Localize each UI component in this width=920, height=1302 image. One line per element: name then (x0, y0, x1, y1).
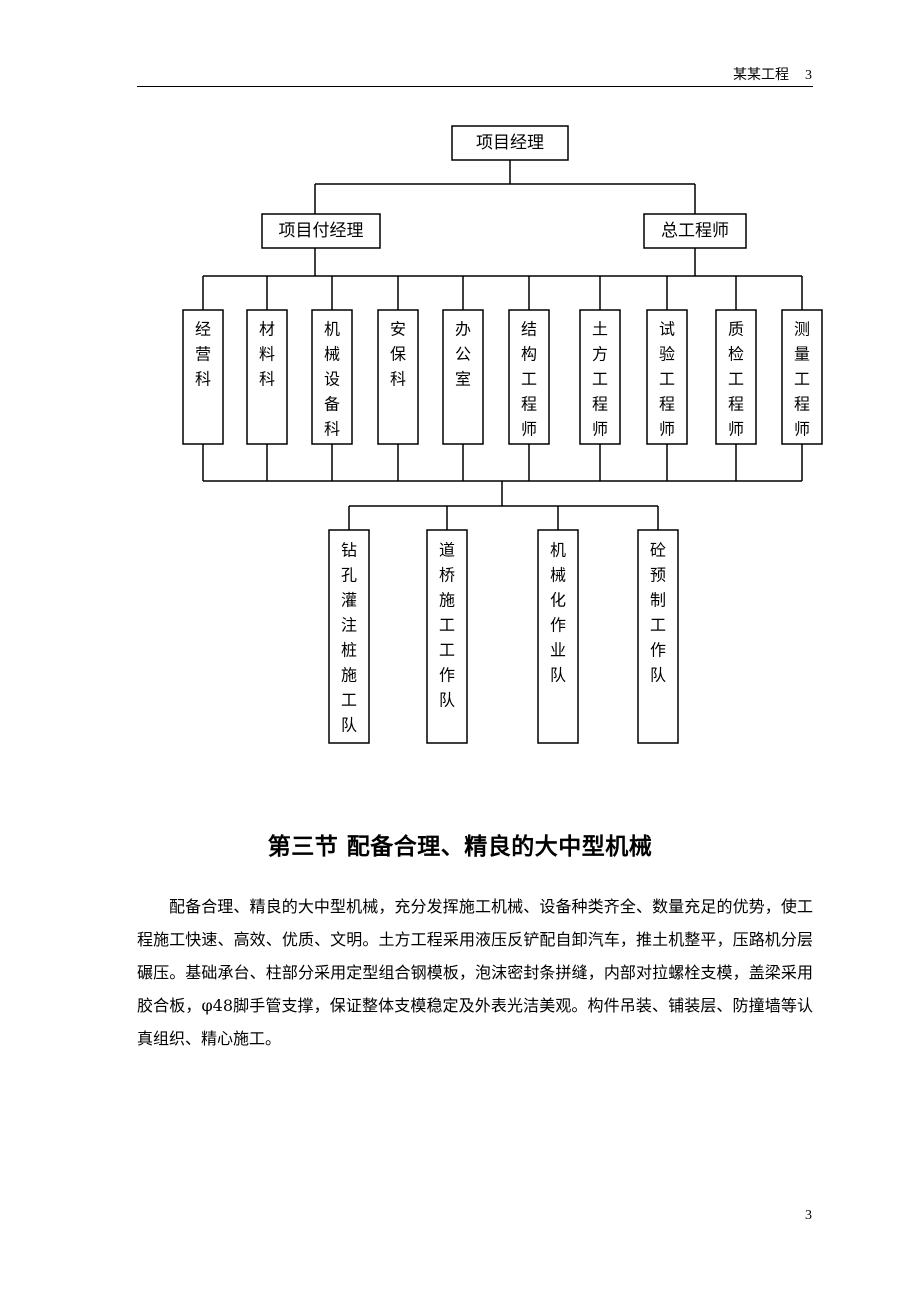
page-header: 某某工程 3 (733, 64, 812, 84)
org-dept-box-10: 测量工程师 (781, 309, 823, 445)
org-dept-box-4: 安保科 (377, 309, 419, 445)
org-dept-box-2: 材料科 (246, 309, 288, 445)
org-dept-box-1: 经营科 (182, 309, 224, 445)
org-root-box-label: 项目经理 (476, 133, 544, 153)
org-dept-box-10-label: 测量工程师 (794, 320, 810, 439)
org-dept-box-3: 机械设备科 (311, 309, 353, 445)
org-level2-box-2-label: 总工程师 (661, 221, 729, 241)
section-title: 第三节 配备合理、精良的大中型机械 (267, 834, 653, 860)
org-level2-box-1-label: 项目付经理 (279, 221, 364, 241)
org-dept-box-1-label: 经营科 (195, 320, 211, 389)
org-dept-box-6-label: 结构工程师 (521, 320, 537, 439)
org-team-box-1: 钻孔灌注桩施工队 (328, 529, 370, 744)
org-dept-box-8: 试验工程师 (646, 309, 688, 445)
footer-page-number: 3 (805, 1208, 812, 1223)
org-team-box-2: 道桥施工工作队 (426, 529, 468, 744)
org-dept-box-5-label: 办公室 (455, 320, 471, 389)
org-dept-box-8-label: 试验工程师 (659, 320, 675, 439)
org-team-box-1-label: 钻孔灌注桩施工队 (341, 541, 357, 735)
org-dept-box-7: 土方工程师 (579, 309, 621, 445)
org-team-box-4-label: 砼预制工作队 (650, 541, 666, 685)
org-root-box: 项目经理 (451, 125, 569, 161)
org-dept-box-7-label: 土方工程师 (592, 320, 608, 439)
org-team-box-3-label: 机械化作业队 (550, 541, 566, 685)
org-dept-box-5: 办公室 (442, 309, 484, 445)
org-team-box-3: 机械化作业队 (537, 529, 579, 744)
org-team-box-4: 砼预制工作队 (637, 529, 679, 744)
org-dept-box-2-label: 材料科 (259, 320, 275, 389)
org-dept-box-9: 质检工程师 (715, 309, 757, 445)
org-chart-connectors (202, 160, 803, 530)
org-dept-box-6: 结构工程师 (508, 309, 550, 445)
section-paragraph: 配备合理、精良的大中型机械，充分发挥施工机械、设备种类齐全、数量充足的优势，使工… (137, 897, 813, 1048)
org-dept-box-3-label: 机械设备科 (324, 320, 340, 439)
header-rule (137, 86, 813, 87)
header-doc-title: 某某工程 (733, 67, 789, 83)
org-level2-box-1: 项目付经理 (261, 213, 381, 249)
org-team-box-2-label: 道桥施工工作队 (439, 541, 455, 710)
header-page-number: 3 (805, 68, 812, 83)
org-dept-box-4-label: 安保科 (390, 320, 406, 389)
org-level2-box-2: 总工程师 (643, 213, 747, 249)
org-dept-box-9-label: 质检工程师 (728, 320, 744, 439)
